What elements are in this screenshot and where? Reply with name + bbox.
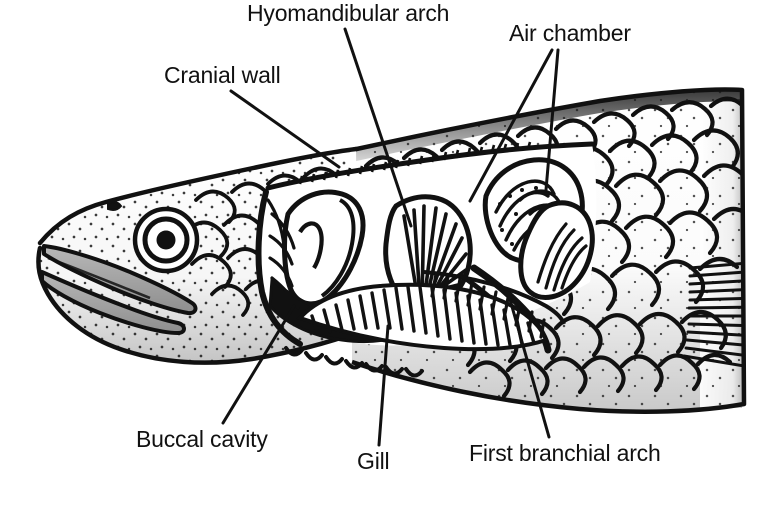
- leader-lines: [221, 27, 560, 447]
- buccal-cavity: [282, 189, 366, 307]
- leader-air-chamber-b: [544, 48, 560, 192]
- leader-air-chamber-a: [468, 48, 554, 203]
- pupil: [156, 230, 176, 250]
- leader-hyomandibular-arch: [343, 27, 413, 228]
- leader-buccal-cavity: [221, 304, 296, 425]
- gill-rakers: [284, 346, 424, 378]
- lower-jaw: [40, 270, 186, 335]
- dissected-cavity: [255, 141, 597, 378]
- mouth: [40, 244, 198, 335]
- label-air-chamber: Air chamber: [509, 20, 631, 46]
- gill-filaments: [310, 285, 536, 347]
- label-buccal-cavity: Buccal cavity: [136, 426, 268, 452]
- leader-first-branchial-arch: [507, 294, 551, 439]
- gill-apparatus: [284, 264, 566, 378]
- air-chamber: [482, 157, 595, 300]
- label-gill: Gill: [357, 448, 390, 474]
- leader-gill: [377, 324, 390, 447]
- caudal-fin-rays: [682, 260, 742, 368]
- label-first-branchial-arch: First branchial arch: [469, 440, 661, 466]
- leader-cranial-wall: [229, 89, 341, 169]
- cranial-wall-hatching: [298, 141, 532, 185]
- label-hyomandibular-arch: Hyomandibular arch: [247, 0, 450, 26]
- label-cranial-wall: Cranial wall: [164, 62, 281, 88]
- eye: [132, 206, 200, 274]
- branchial-vessels: [266, 198, 300, 310]
- upper-jaw: [42, 244, 198, 316]
